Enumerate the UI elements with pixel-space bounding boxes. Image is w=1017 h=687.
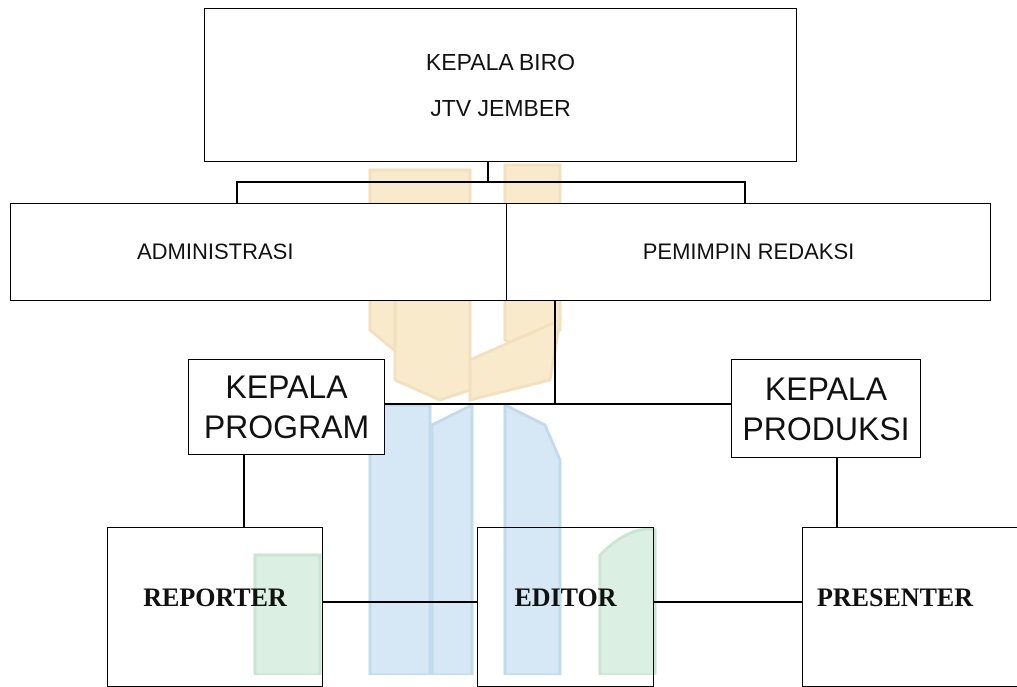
connector-level2-horizontal (236, 181, 746, 183)
node-kepala-biro: KEPALA BIRO JTV JEMBER (204, 8, 797, 162)
connector-head-down (487, 162, 489, 183)
node-pemimpin-redaksi: PEMIMPIN REDAKSI (506, 203, 991, 301)
watermark-blue-bars (368, 402, 562, 675)
node-kepala-biro-title: KEPALA BIRO (425, 49, 576, 75)
connector-produksi-down (836, 458, 838, 528)
watermark-green-shapes (253, 527, 657, 675)
connector-editor-presenter (653, 601, 803, 603)
node-presenter: PRESENTER (802, 527, 1017, 687)
node-reporter: REPORTER (107, 527, 323, 687)
node-kepala-produksi: KEPALA PRODUKSI (731, 359, 921, 458)
connector-program-down (243, 455, 245, 527)
node-administrasi: ADMINISTRASI (10, 203, 508, 301)
connector-reporter-editor (322, 601, 478, 603)
node-pemimpin-redaksi-label: PEMIMPIN REDAKSI (642, 239, 855, 264)
node-kepala-produksi-line2: PRODUKSI (742, 410, 910, 447)
node-reporter-label: REPORTER (143, 583, 287, 612)
node-kepala-biro-subtitle: JTV JEMBER (430, 95, 571, 121)
node-kepala-program-line1: KEPALA (225, 369, 348, 405)
node-editor-label: EDITOR (514, 583, 617, 612)
node-kepala-produksi-line1: KEPALA (764, 370, 888, 407)
connector-left-drop (236, 181, 238, 203)
node-presenter-label: PRESENTER (817, 583, 974, 612)
node-administrasi-label: ADMINISTRASI (137, 239, 294, 264)
node-editor: EDITOR (477, 527, 654, 687)
connector-level3-horizontal (385, 403, 731, 405)
connector-right-drop (744, 181, 746, 203)
node-kepala-program-line2: PROGRAM (203, 409, 370, 445)
node-kepala-program: KEPALA PROGRAM (188, 359, 385, 455)
connector-redaksi-down (554, 300, 556, 405)
